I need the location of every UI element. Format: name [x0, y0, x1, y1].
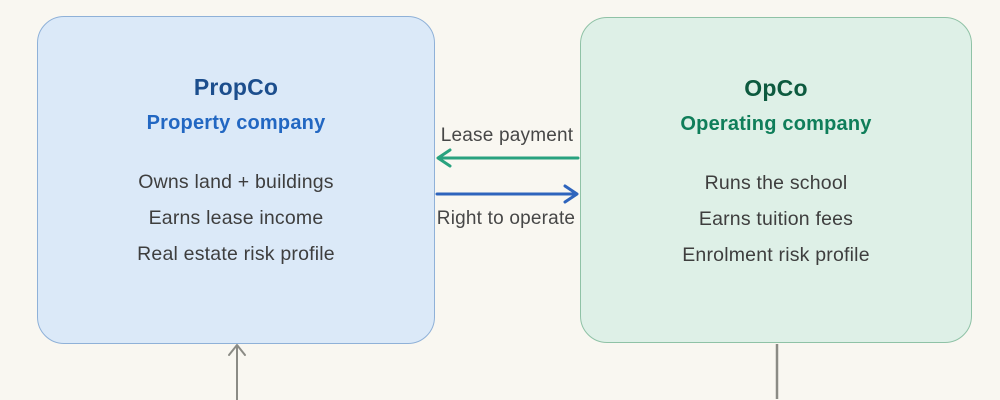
- lease-payment-label: Lease payment: [440, 125, 574, 146]
- propco-body: Owns land + buildings Earns lease income…: [38, 164, 434, 272]
- propco-connector-arrowhead-up-icon: [228, 344, 246, 356]
- propco-line-risk: Real estate risk profile: [137, 243, 335, 265]
- opco-box: OpCo Operating company Runs the school E…: [580, 17, 972, 343]
- opco-line-risk: Enrolment risk profile: [682, 244, 870, 266]
- opco-title: OpCo: [744, 75, 808, 101]
- propco-subtitle: Property company: [146, 112, 326, 134]
- propco-bottom-connector: [228, 344, 246, 400]
- propco-line-owns: Owns land + buildings: [138, 171, 334, 193]
- opco-line-runs: Runs the school: [704, 172, 848, 194]
- propco-line-earns: Earns lease income: [148, 207, 324, 229]
- propco-box: PropCo Property company Owns land + buil…: [37, 16, 435, 344]
- opco-subtitle: Operating company: [680, 113, 872, 135]
- right-to-operate-label: Right to operate: [436, 208, 576, 229]
- right-to-operate-arrow: [435, 184, 579, 204]
- opco-line-earns: Earns tuition fees: [698, 208, 854, 230]
- lease-payment-arrowhead-left-icon: [436, 148, 452, 168]
- right-to-operate-arrowhead-right-icon: [563, 184, 579, 204]
- lease-payment-arrow: [436, 148, 580, 168]
- opco-body: Runs the school Earns tuition fees Enrol…: [581, 165, 971, 273]
- propco-title: PropCo: [193, 74, 279, 100]
